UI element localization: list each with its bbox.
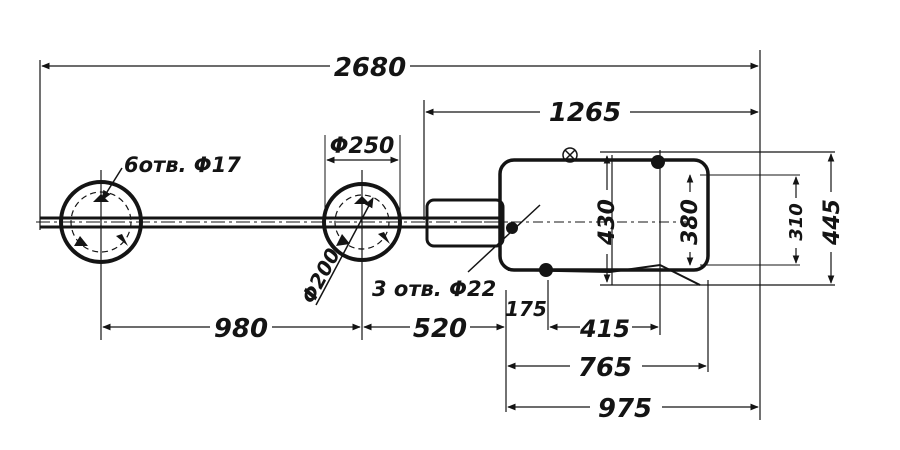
holes-mid-label: 3 отв. Φ22 bbox=[372, 277, 496, 301]
dimension-445: 445 bbox=[820, 153, 845, 284]
motor-body bbox=[470, 147, 835, 335]
dim-1265-label: 1265 bbox=[549, 98, 621, 128]
dim-975-label: 975 bbox=[598, 394, 652, 424]
dimension-2680: 2680 bbox=[39, 50, 761, 420]
dimension-1265: 1265 bbox=[423, 98, 759, 220]
dimension-chain-bottom: 980 520 175 415 bbox=[102, 280, 659, 412]
left-flange bbox=[59, 170, 143, 340]
dim-310-label: 310 bbox=[786, 203, 807, 241]
dimension-975: 975 bbox=[507, 394, 759, 424]
dim-445-label: 445 bbox=[820, 199, 845, 246]
shaft bbox=[36, 216, 520, 229]
dim-phi200-label: Φ200 bbox=[296, 244, 345, 307]
coupling bbox=[425, 198, 505, 248]
dimension-phi250: Φ250 bbox=[326, 134, 399, 164]
dim-phi250-label: Φ250 bbox=[330, 134, 395, 159]
dim-380-label: 380 bbox=[678, 199, 703, 245]
dim-2680-label: 2680 bbox=[334, 53, 406, 83]
dimension-380: 380 bbox=[678, 174, 703, 266]
dim-765-label: 765 bbox=[578, 353, 632, 383]
dimension-765: 765 bbox=[507, 280, 709, 383]
dimension-310: 310 bbox=[786, 176, 807, 264]
middle-flange bbox=[322, 135, 402, 340]
dim-415-label: 415 bbox=[579, 315, 630, 343]
dim-175-label: 175 bbox=[505, 297, 547, 321]
dimension-430: 430 bbox=[595, 155, 620, 283]
leader-holes-left: 6отв. Φ17 bbox=[101, 153, 241, 201]
dim-520-label: 520 bbox=[413, 314, 467, 344]
holes-left-label: 6отв. Φ17 bbox=[124, 153, 241, 177]
leader-holes-mid: 3 отв. Φ22 bbox=[372, 204, 541, 301]
dim-980-label: 980 bbox=[214, 314, 268, 344]
dim-430-label: 430 bbox=[595, 199, 620, 246]
